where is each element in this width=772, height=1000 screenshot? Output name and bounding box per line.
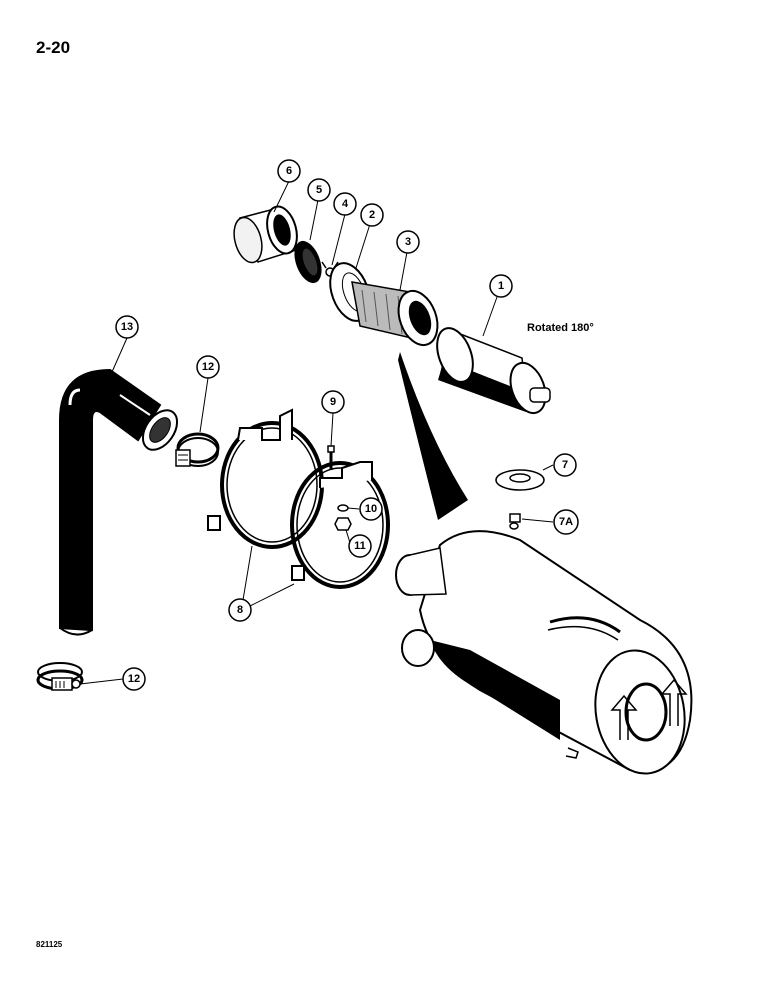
drawing-code: 821125 <box>36 940 63 949</box>
callout-4-label: 4 <box>342 198 349 210</box>
callout-9: 9 <box>321 390 345 414</box>
nut <box>334 517 352 531</box>
callout-8-label: 8 <box>237 604 243 616</box>
rotated-note: Rotated 180° <box>527 322 594 334</box>
dust-cap <box>495 469 545 491</box>
callout-6-label: 6 <box>286 165 292 177</box>
callout-9-label: 9 <box>330 396 336 408</box>
callout-5-label: 5 <box>316 184 322 196</box>
callout-7-label: 7 <box>562 459 568 471</box>
callout-5: 5 <box>307 178 331 202</box>
callout-13: 13 <box>115 315 139 339</box>
callout-2-label: 2 <box>369 209 375 221</box>
callout-13-label: 13 <box>121 321 133 333</box>
callout-3: 3 <box>396 230 420 254</box>
callout-1-label: 1 <box>498 280 504 292</box>
callout-7a: 7A <box>553 509 579 535</box>
callout-12-lower: 12 <box>122 667 146 691</box>
outer-filter <box>436 327 551 415</box>
air-cleaner-housing <box>395 530 693 775</box>
washer <box>337 504 349 512</box>
filter-element <box>351 281 439 347</box>
callout-4: 4 <box>333 192 357 216</box>
seal-ring <box>294 240 322 284</box>
callout-3-label: 3 <box>405 236 411 248</box>
callout-2: 2 <box>360 203 384 227</box>
callout-7: 7 <box>553 453 577 477</box>
vacuator-valve <box>509 513 521 530</box>
callout-11-label: 11 <box>354 540 366 552</box>
elbow-hose <box>59 368 179 636</box>
end-cap <box>233 205 298 264</box>
callout-12-upper-label: 12 <box>202 361 214 373</box>
hose-clamp-upper <box>175 432 220 467</box>
leader-lines <box>79 180 554 685</box>
page-number: 2-20 <box>36 38 71 57</box>
mounting-band-right <box>290 461 390 589</box>
mounting-band-left <box>207 408 324 549</box>
hose-clamp-lower <box>36 662 84 691</box>
callout-7a-label: 7A <box>559 516 573 528</box>
callout-1: 1 <box>489 274 513 298</box>
callout-8: 8 <box>228 598 252 622</box>
callout-10: 10 <box>359 497 383 521</box>
callout-12-upper: 12 <box>196 355 220 379</box>
callout-12-lower-label: 12 <box>128 673 140 685</box>
callout-6: 6 <box>277 159 301 183</box>
callout-11: 11 <box>348 534 372 558</box>
callout-10-label: 10 <box>365 503 377 515</box>
pointer-arrow <box>398 352 468 520</box>
